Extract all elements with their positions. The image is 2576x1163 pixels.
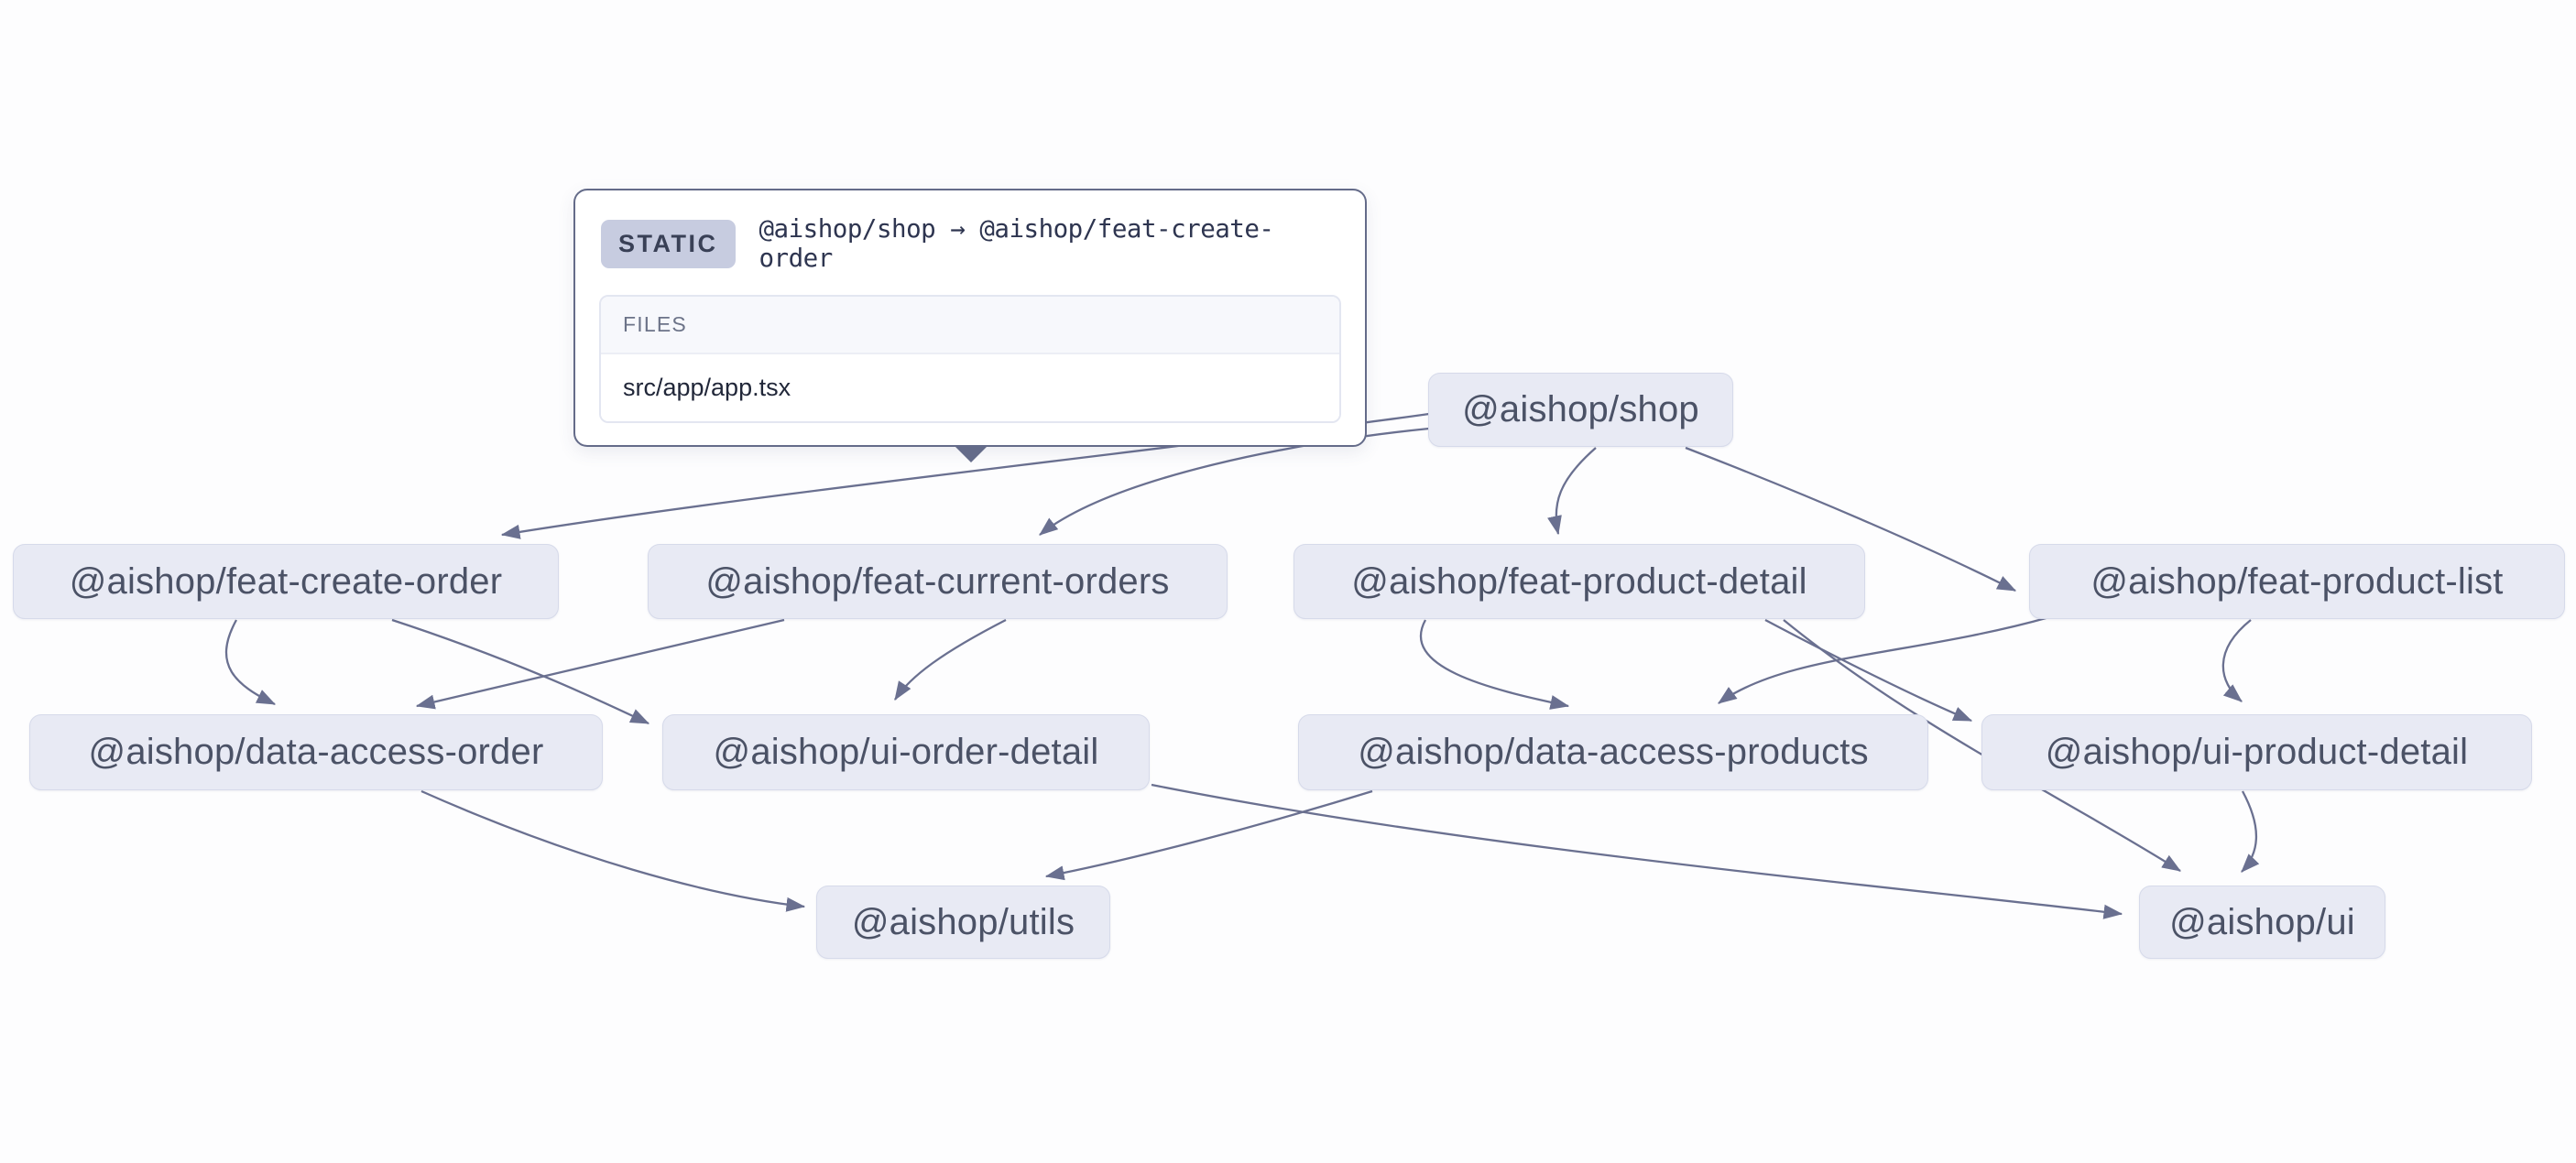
edge-aishop-feat-current-orders-to-aishop-data-access-order[interactable] — [415, 618, 785, 710]
node-aishop-feat-current-orders[interactable]: @aishop/feat-current-orders — [648, 544, 1228, 619]
node-aishop-ui[interactable]: @aishop/ui — [2139, 886, 2385, 959]
node-aishop-shop[interactable]: @aishop/shop — [1428, 373, 1733, 447]
node-aishop-data-access-products[interactable]: @aishop/data-access-products — [1298, 714, 1928, 790]
tooltip-caret-icon — [954, 445, 988, 462]
edge-aishop-data-access-products-to-aishop-utils[interactable] — [1044, 789, 1373, 881]
node-aishop-data-access-order[interactable]: @aishop/data-access-order — [29, 714, 603, 790]
edge-aishop-feat-create-order-to-aishop-ui-order-detail[interactable] — [391, 618, 650, 725]
node-aishop-feat-create-order[interactable]: @aishop/feat-create-order — [13, 544, 559, 619]
edge-aishop-shop-to-aishop-feat-product-detail[interactable] — [1547, 447, 1597, 536]
edge-tooltip: STATIC @aishop/shop → @aishop/feat-creat… — [573, 189, 1367, 447]
edge-type-badge: STATIC — [601, 219, 736, 268]
node-aishop-ui-order-detail[interactable]: @aishop/ui-order-detail — [662, 714, 1150, 790]
edge-aishop-ui-product-detail-to-aishop-ui[interactable] — [2241, 790, 2260, 873]
edge-aishop-feat-product-detail-to-aishop-ui-product-detail[interactable] — [1764, 618, 1973, 723]
edge-aishop-shop-to-aishop-feat-current-orders[interactable] — [1039, 427, 1430, 536]
node-aishop-feat-product-list[interactable]: @aishop/feat-product-list — [2029, 544, 2565, 619]
tooltip-header: STATIC @aishop/shop → @aishop/feat-creat… — [601, 214, 1339, 273]
edge-tooltip-title: @aishop/shop → @aishop/feat-create-order — [759, 214, 1274, 273]
edge-aishop-data-access-order-to-aishop-utils[interactable] — [420, 789, 806, 912]
node-aishop-utils[interactable]: @aishop/utils — [816, 886, 1110, 959]
edge-aishop-feat-create-order-to-aishop-data-access-order[interactable] — [224, 619, 277, 706]
edge-aishop-ui-order-detail-to-aishop-ui[interactable] — [1151, 783, 2123, 919]
node-aishop-feat-product-detail[interactable]: @aishop/feat-product-detail — [1293, 544, 1865, 619]
edge-aishop-feat-product-list-to-aishop-data-access-products[interactable] — [1718, 615, 2050, 704]
edge-aishop-feat-product-detail-to-aishop-data-access-products[interactable] — [1419, 619, 1570, 710]
edge-aishop-feat-product-list-to-aishop-ui-product-detail[interactable] — [2221, 619, 2252, 702]
tooltip-file-item[interactable]: src/app/app.tsx — [601, 354, 1339, 421]
edge-aishop-feat-current-orders-to-aishop-ui-order-detail[interactable] — [894, 618, 1007, 701]
tooltip-files-panel: FILES src/app/app.tsx — [599, 295, 1341, 423]
tooltip-files-header: FILES — [601, 297, 1339, 354]
node-aishop-ui-product-detail[interactable]: @aishop/ui-product-detail — [1981, 714, 2532, 790]
edge-aishop-shop-to-aishop-feat-product-list[interactable] — [1685, 446, 2017, 592]
